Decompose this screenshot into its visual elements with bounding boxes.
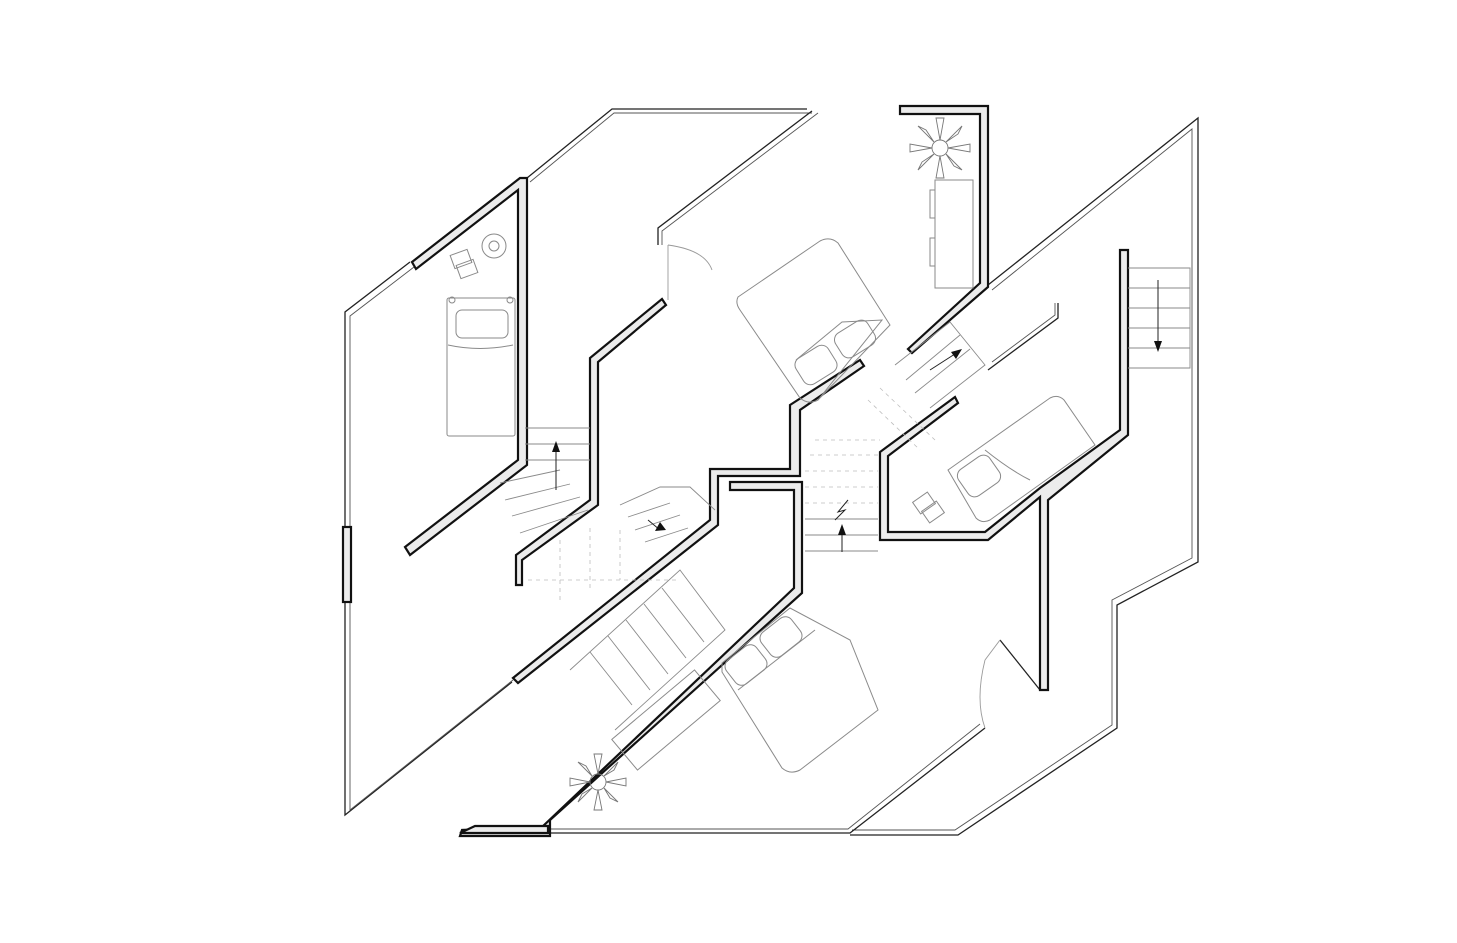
stair-lower-long: [569, 569, 726, 731]
stair-center-right: [805, 439, 880, 552]
bathtub-right: [947, 395, 1096, 523]
stair-upper-center: [867, 321, 986, 451]
structural-walls: [341, 104, 1130, 838]
stairs: [499, 267, 1191, 731]
potted-plant-lower: [569, 753, 627, 811]
wall-right-bathroom: [878, 248, 1130, 692]
double-bed-lower: [721, 607, 879, 773]
desk: [934, 179, 974, 289]
bedroom-lower: [569, 607, 1001, 811]
wall-bottom-left: [459, 824, 550, 835]
toilet: [481, 233, 507, 259]
stair-center-lower: [528, 486, 716, 600]
potted-plant-upper: [909, 117, 971, 179]
bathroom-upper-left: [446, 233, 516, 437]
bathroom-right: [911, 395, 1096, 524]
towel-right: [911, 491, 937, 515]
door-lower: [979, 659, 986, 729]
wall-top-right: [898, 104, 990, 355]
exterior-outline: [344, 108, 1199, 836]
towel: [449, 248, 473, 270]
bedroom-upper: [667, 117, 974, 403]
wall-center-left: [514, 297, 668, 587]
wall-bathroom-left: [403, 176, 529, 557]
bathtub: [446, 297, 516, 437]
double-bed: [736, 238, 891, 403]
stair-top-right: [1128, 267, 1191, 369]
wall-center-diagonal: [511, 358, 866, 685]
furniture: [446, 117, 1096, 811]
door-upper: [667, 244, 713, 271]
desk-lower: [611, 669, 721, 771]
wall-center-right: [458, 480, 804, 838]
wall-window-left: [341, 525, 353, 604]
stair-left: [499, 427, 590, 534]
